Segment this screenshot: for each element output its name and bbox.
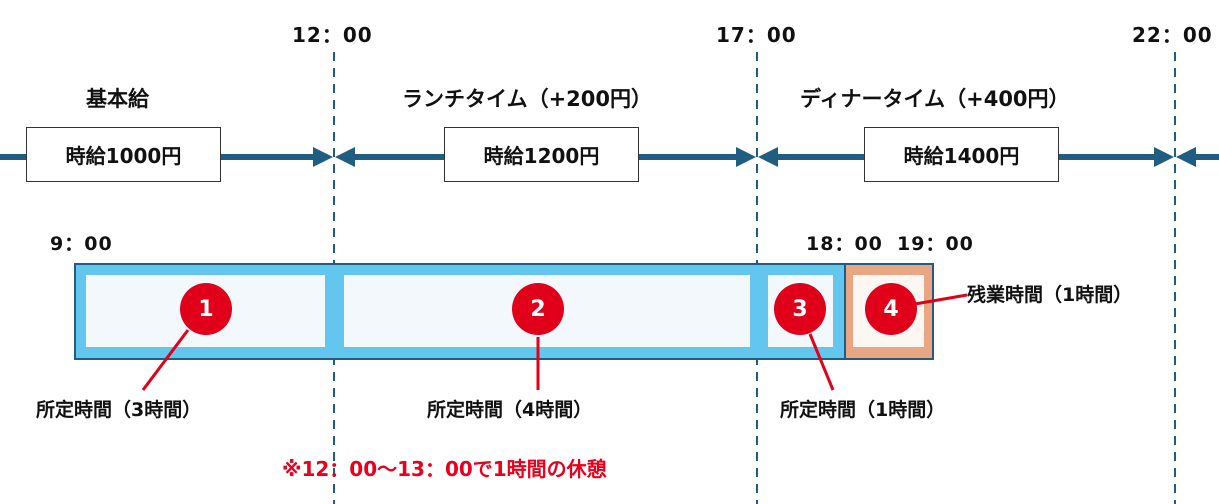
arrow-right-1700: [736, 147, 756, 167]
segment-3-label: 所定時間（1時間）: [780, 399, 946, 421]
arrow-left-1200: [335, 147, 355, 167]
time-label-1800: 18：00: [806, 233, 883, 255]
category-dinner: ディナータイム（+400円）: [800, 87, 1070, 111]
time-label-0900: 9：00: [50, 233, 113, 255]
time-label-2200: 22：00: [1132, 23, 1213, 47]
break-note: ※12：00～13：00で1時間の休憩: [282, 457, 607, 481]
segment-1-marker: 1: [180, 283, 232, 335]
category-lunch: ランチタイム（+200円）: [402, 87, 653, 111]
leader-4: [914, 293, 968, 306]
rate-box-dinner: 時給1400円: [864, 127, 1059, 182]
time-label-1900: 19：00: [897, 233, 974, 255]
arrow-left-2200: [1176, 147, 1196, 167]
arrow-right-1200: [313, 147, 333, 167]
rate-box-basic: 時給1000円: [26, 127, 221, 182]
segment-1-label: 所定時間（3時間）: [36, 399, 202, 421]
leader-3: [808, 333, 835, 391]
segment-4-marker: 4: [865, 283, 917, 335]
segment-2-label: 所定時間（4時間）: [427, 399, 593, 421]
segment-3-marker: 3: [774, 283, 826, 335]
rate-box-lunch: 時給1200円: [444, 127, 639, 182]
time-label-1700: 17：00: [716, 23, 797, 47]
category-basic: 基本給: [86, 87, 149, 111]
segment-2-marker: 2: [512, 283, 564, 335]
segment-4-label: 残業時間（1時間）: [967, 284, 1133, 306]
leader-1: [141, 329, 190, 391]
arrow-right-2200: [1154, 147, 1174, 167]
time-label-1200: 12：00: [292, 23, 373, 47]
arrow-left-1700: [758, 147, 778, 167]
